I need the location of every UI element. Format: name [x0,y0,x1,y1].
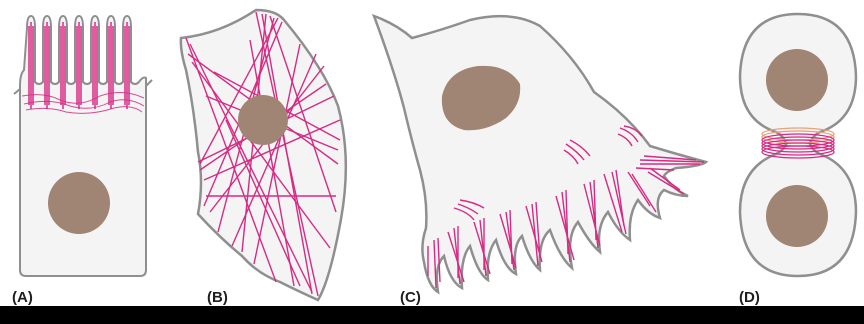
nucleus-b [238,95,288,145]
panel-label-b: (B) [207,289,228,307]
panel-label-d: (D) [739,289,760,307]
actin-organization-figure [0,0,864,306]
panel-a-epithelial-cell [14,16,152,276]
panel-label-c: (C) [400,289,421,307]
nucleus-a [48,172,110,234]
panel-label-a: (A) [12,289,33,307]
nucleus-d-top [766,49,828,111]
nucleus-d-bottom [766,185,828,247]
